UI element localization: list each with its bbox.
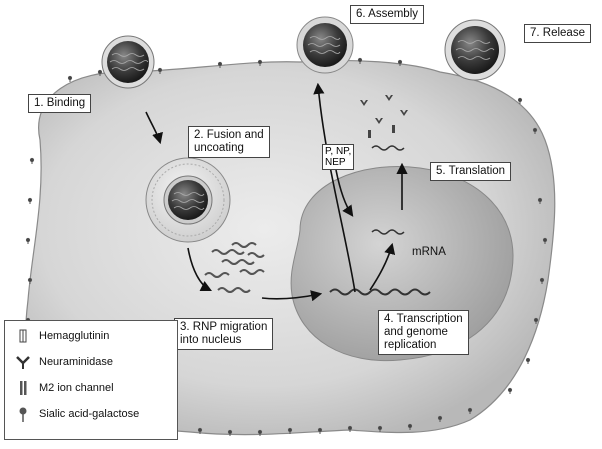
m2-ion-channel-icon: [13, 379, 33, 397]
legend: Hemagglutinin Neuraminidase M2 ion chann…: [4, 320, 178, 440]
neuraminidase-icon: [13, 353, 33, 371]
released-virion: [444, 19, 506, 81]
nuclear-rna: [329, 288, 431, 296]
step-1-binding: 1. Binding: [28, 94, 92, 113]
legend-label: Sialic acid-galactose: [39, 408, 140, 420]
legend-item-m2: M2 ion channel: [13, 379, 114, 397]
budding-virion: [296, 16, 354, 74]
virion-binding: [101, 35, 155, 89]
step-4-transcription: 4. Transcription and genome replication: [378, 310, 469, 355]
mrna-strand: [371, 145, 405, 235]
legend-label: Hemagglutinin: [39, 330, 110, 342]
step-5-translation: 5. Translation: [430, 162, 512, 181]
rnp-segments: [204, 242, 265, 293]
process-arrows: [145, 82, 408, 302]
sialic-acid-galactose-icon: [13, 405, 33, 423]
step-7-release: 7. Release: [524, 24, 591, 43]
step-6-assembly: 6. Assembly: [350, 5, 424, 24]
legend-label: Neuraminidase: [39, 356, 113, 368]
step-2-fusion: 2. Fusion and uncoating: [188, 126, 270, 158]
hemagglutinin-icon: [13, 327, 33, 345]
pnp-nep-label: P, NP, NEP: [322, 144, 355, 170]
legend-item-hemagglutinin: Hemagglutinin: [13, 327, 109, 345]
step-3-rnp-migration: 3. RNP migration into nucleus: [174, 318, 274, 350]
endosome-vesicle: [145, 157, 231, 243]
legend-item-sialic: Sialic acid-galactose: [13, 405, 139, 423]
legend-item-neuraminidase: Neuraminidase: [13, 353, 113, 371]
mrna-label: mRNA: [412, 246, 446, 258]
legend-label: M2 ion channel: [39, 382, 114, 394]
protein-products: [360, 95, 408, 138]
